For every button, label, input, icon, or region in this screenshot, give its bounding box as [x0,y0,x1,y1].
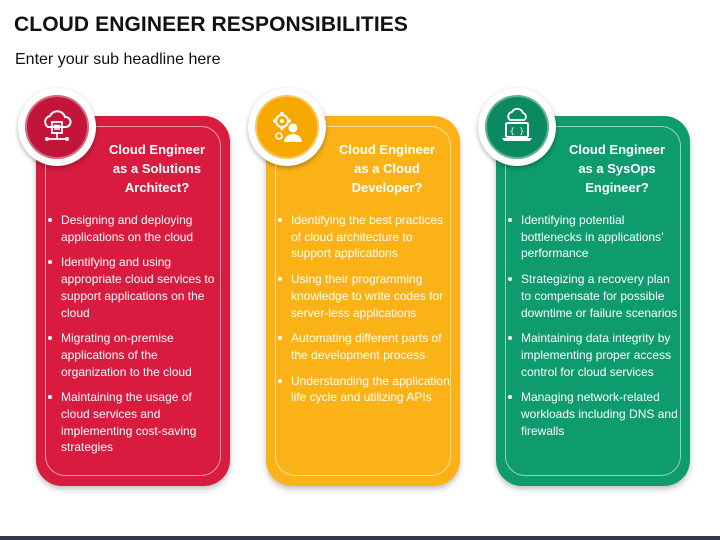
list-item: Identifying and using appropriate cloud … [46,254,222,321]
list-item: Migrating on-premise applications of the… [46,330,222,380]
list-item: Managing network-related workloads inclu… [506,389,682,439]
svg-text:{ }: { } [510,127,524,136]
card-heading: Cloud Engineer as a Cloud Developer? [338,142,436,195]
bullet-list: Identifying potential bottlenecks in app… [506,212,682,448]
card-heading: Cloud Engineer as a Solutions Architect? [108,142,206,195]
page-title: CLOUD ENGINEER RESPONSIBILITIES [14,13,408,36]
icon-badge [248,88,326,166]
card-solutions-architect: Cloud Engineer as a Solutions Architect?… [18,88,230,488]
list-item: Identifying the best practices of cloud … [276,212,452,262]
bottom-bar [0,536,720,540]
list-item: Designing and deploying applications on … [46,212,222,245]
list-item: Automating different parts of the develo… [276,330,452,363]
cloud-laptop-icon: { } [502,107,532,141]
list-item: Using their programming knowledge to wri… [276,271,452,321]
list-item: Identifying potential bottlenecks in app… [506,212,682,262]
card-sysops-engineer: { } Cloud Engineer as a SysOps Engineer?… [478,88,690,488]
list-item: Maintaining the usage of cloud services … [46,389,222,456]
card-background [266,116,460,486]
bullet-list: Identifying the best practices of cloud … [276,212,452,415]
icon-badge: { } [478,88,556,166]
card-cloud-developer: Cloud Engineer as a Cloud Developer? Ide… [248,88,460,488]
page-subtitle: Enter your sub headline here [15,51,221,68]
icon-badge [18,88,96,166]
list-item: Maintaining data integrity by implementi… [506,330,682,380]
card-background [496,116,690,486]
developer-gear-icon [273,112,302,142]
list-item: Understanding the application life cycle… [276,373,452,406]
cloud-server-icon [44,110,72,141]
bullet-list: Designing and deploying applications on … [46,212,222,465]
card-heading: Cloud Engineer as a SysOps Engineer? [568,142,666,195]
card-background [36,116,230,486]
list-item: Strategizing a recovery plan to compensa… [506,271,682,321]
